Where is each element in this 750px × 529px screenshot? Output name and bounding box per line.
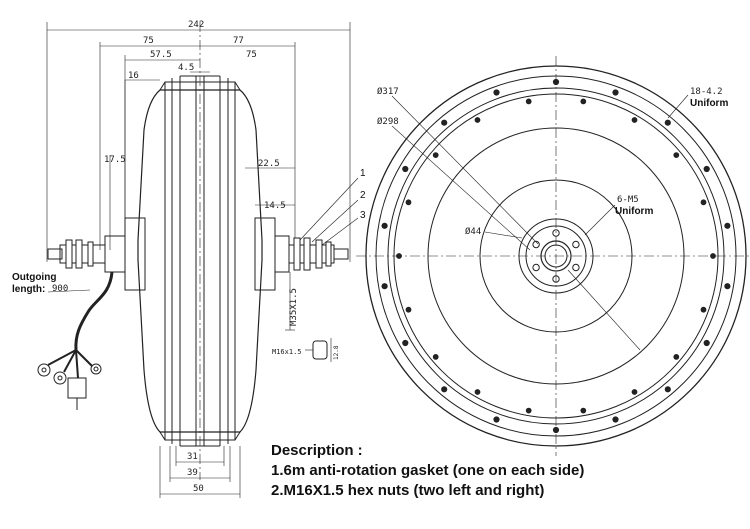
rim-bolt-hole <box>441 386 448 393</box>
rim-bolt-hole <box>405 306 412 313</box>
dim-bottom-a: 31 <box>187 452 198 462</box>
bolt-spec: 18-4.2 <box>690 87 723 97</box>
hub-uniform: Uniform <box>615 206 653 217</box>
rim-bolt-hole <box>441 119 448 126</box>
rim-bolt-hole <box>552 78 560 86</box>
hub-bolt-hole <box>552 229 560 237</box>
hub-bolt-hole <box>532 240 540 249</box>
callout-1: 1 <box>360 168 366 179</box>
rim-bolt-hole <box>493 89 500 96</box>
description-line-1: 1.6m anti-rotation gasket (one on each s… <box>271 462 585 479</box>
dim-nut-spec: M16x1.5 <box>272 348 302 356</box>
hub-bolt-hole <box>572 240 580 249</box>
dim-bottom-c: 50 <box>193 484 204 494</box>
rim-bolt-hole <box>493 416 500 423</box>
rim-bolt-hole <box>432 354 439 360</box>
dim-flange: 16 <box>128 71 139 81</box>
rim-bolt-hole <box>381 283 388 290</box>
cable-label-line1: Outgoing <box>12 272 56 283</box>
dim-right-half: 77 <box>233 36 244 46</box>
rim-bolt-hole <box>474 117 481 123</box>
rim-bolt-hole <box>612 416 619 423</box>
dim-inner-right: 75 <box>246 50 257 60</box>
rim-bolt-hole <box>673 152 680 159</box>
rim-bolt-hole <box>700 306 707 313</box>
rim-bolt-hole <box>703 339 710 347</box>
rim-bolt-hole <box>664 119 671 126</box>
hub-bolt-hole <box>552 275 560 283</box>
side-view <box>37 22 359 498</box>
bolt-uniform: Uniform <box>690 98 728 109</box>
rim-bolt-hole <box>405 199 412 206</box>
rim-bolt-hole <box>432 152 439 159</box>
rim-bolt-hole <box>580 407 587 414</box>
description-block: Description : 1.6m anti-rotation gasket … <box>271 441 741 501</box>
hub-bolt-hole <box>572 263 580 272</box>
hub-hole-spec: 6-M5 <box>617 195 639 205</box>
rim-diameter: Ø298 <box>377 116 399 127</box>
rim-bolt-hole <box>664 386 671 393</box>
front-view <box>356 56 750 456</box>
rim-bolt-hole <box>552 426 560 434</box>
dim-bottom-b: 39 <box>187 468 198 478</box>
rim-bolt-hole <box>612 89 619 96</box>
callout-3: 3 <box>360 210 366 221</box>
rim-bolt-hole <box>703 165 710 173</box>
hub-diameter: Ø44 <box>465 226 481 237</box>
rim-bolt-hole <box>724 222 731 229</box>
rim-bolt-hole <box>474 389 481 395</box>
rim-bolt-hole <box>710 253 716 259</box>
dim-overall-width: 242 <box>188 20 204 30</box>
outer-diameter: Ø317 <box>377 86 399 97</box>
rim-bolt-hole <box>525 407 532 414</box>
description-line-2: 2.M16X1.5 hex nuts (two left and right) <box>271 482 545 499</box>
description-title: Description : <box>271 442 363 459</box>
rim-bolt-hole <box>580 98 587 105</box>
dim-right-offset: 22.5 <box>258 159 280 169</box>
rim-bolt-hole <box>631 117 638 123</box>
dim-shaft-step: 14.5 <box>264 201 286 211</box>
rim-bolt-hole <box>402 165 409 173</box>
rim-bolt-hole <box>700 199 707 206</box>
rim-bolt-hole <box>525 98 532 105</box>
cable-length: 900 <box>52 284 68 294</box>
dim-left-half: 75 <box>143 36 154 46</box>
rim-bolt-hole <box>402 339 409 347</box>
rim-bolt-hole <box>631 389 638 395</box>
callout-2: 2 <box>360 190 366 201</box>
hub-bolt-holes <box>532 229 580 283</box>
rim-bolt-hole <box>396 253 402 259</box>
dim-nut-width: 12.8 <box>333 345 340 360</box>
rim-bolt-hole <box>724 283 731 290</box>
rim-bolt-holes <box>381 78 731 434</box>
rim-bolt-hole <box>673 354 680 360</box>
dim-rim-left: 57.5 <box>150 50 172 60</box>
cable-label-line2: length: <box>12 284 45 295</box>
rim-bolt-hole <box>381 222 388 229</box>
hub-bolt-hole <box>532 263 540 272</box>
dim-center-gap: 4.5 <box>178 63 194 73</box>
dim-left-offset: 17.5 <box>104 155 126 165</box>
dim-thread: M35X1.5 <box>289 288 299 326</box>
